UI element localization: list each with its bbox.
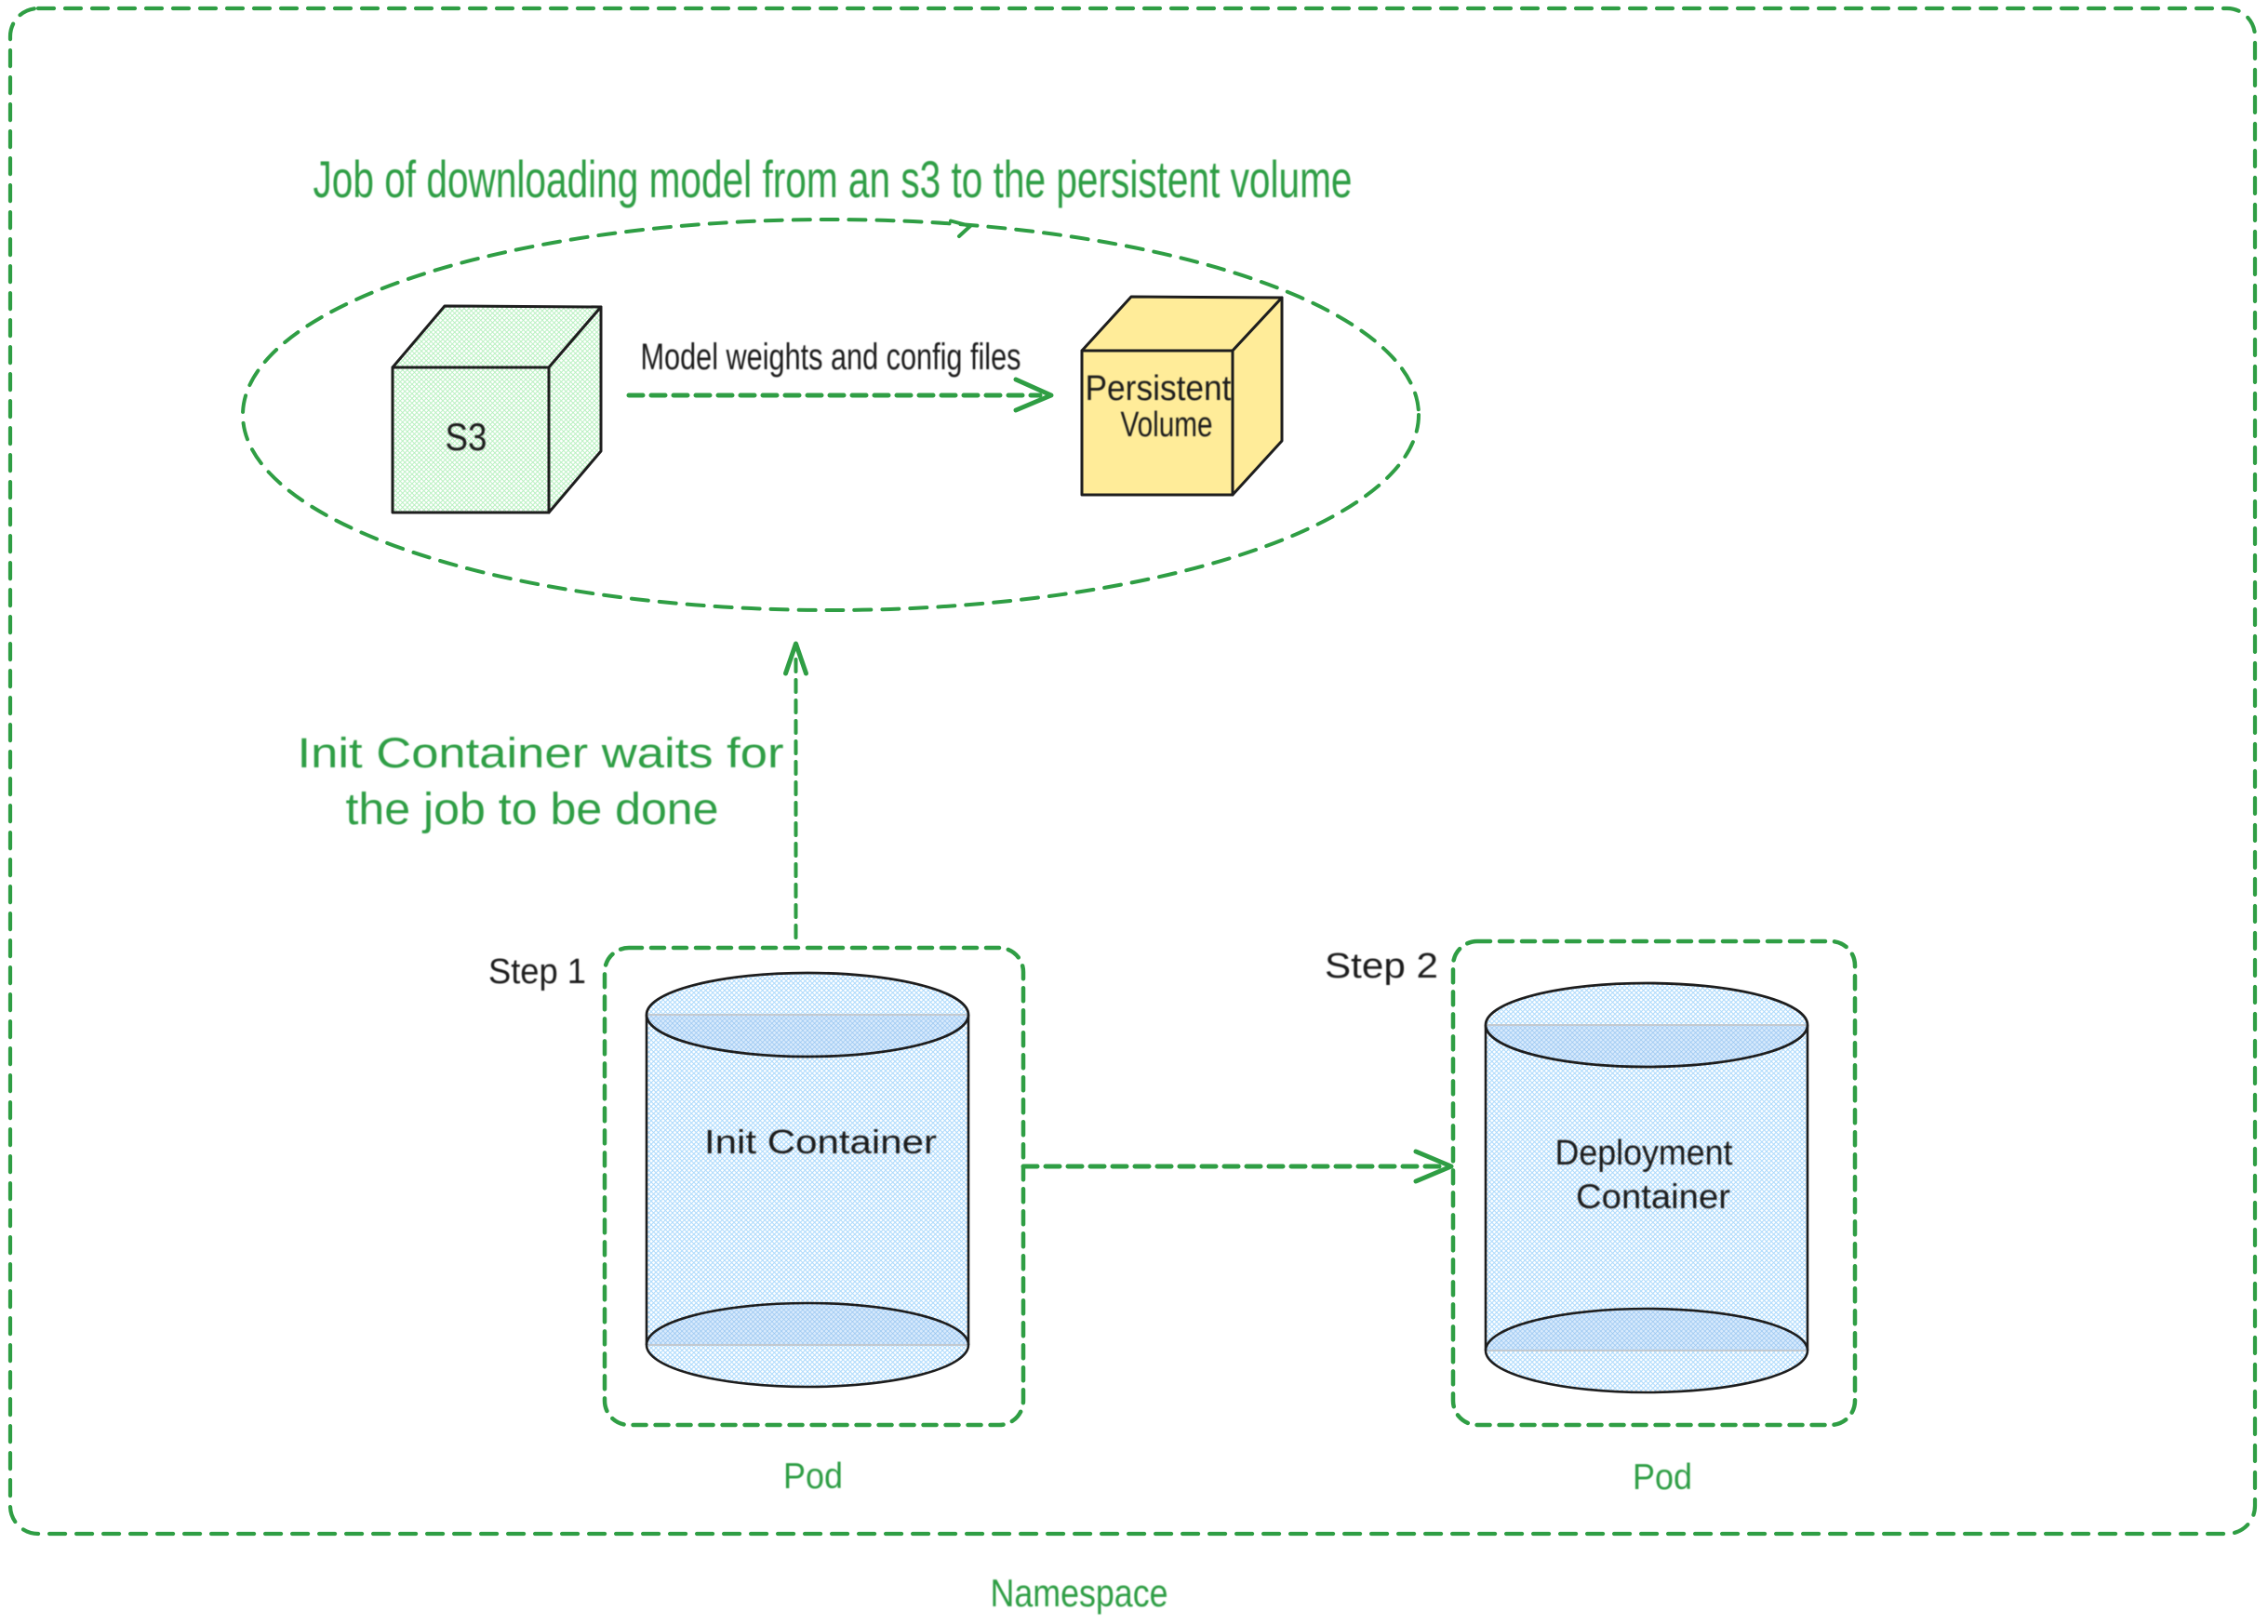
- svg-text:the job to be done: the job to be done: [346, 785, 719, 834]
- svg-text:Persistent: Persistent: [1086, 369, 1232, 408]
- svg-text:Init Container: Init Container: [704, 1123, 937, 1161]
- svg-text:Pod: Pod: [783, 1457, 843, 1497]
- svg-text:Container: Container: [1576, 1178, 1730, 1216]
- svg-text:Step 1: Step 1: [488, 952, 586, 992]
- svg-text:Pod: Pod: [1633, 1458, 1692, 1498]
- svg-text:Deployment: Deployment: [1555, 1134, 1733, 1173]
- svg-text:Job of downloading model from: Job of downloading model from an s3 to t…: [314, 150, 1353, 208]
- svg-text:Init Container waits for: Init Container waits for: [298, 729, 784, 777]
- svg-text:S3: S3: [446, 415, 487, 459]
- svg-text:Namespace: Namespace: [991, 1571, 1168, 1615]
- svg-text:Model weights and config files: Model weights and config files: [641, 337, 1021, 378]
- svg-text:Volume: Volume: [1121, 406, 1213, 445]
- svg-text:Step 2: Step 2: [1325, 947, 1438, 986]
